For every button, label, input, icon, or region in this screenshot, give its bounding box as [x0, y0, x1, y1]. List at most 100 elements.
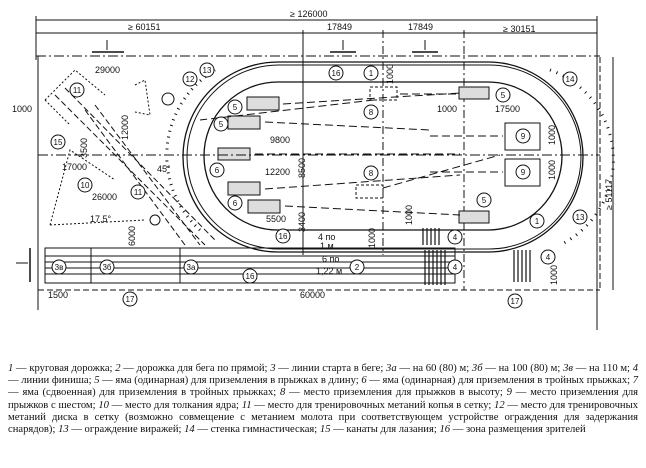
marker-17: 17: [126, 295, 135, 304]
lanes-straight-count: 6 по: [322, 254, 339, 264]
dim-1000-f: 1000: [367, 228, 377, 248]
dim-1000-d: 1000: [547, 160, 557, 180]
dim-17500: 17500: [495, 104, 520, 114]
dim-8500: 8500: [297, 158, 307, 178]
lanes-circular-width: 1 м: [320, 241, 334, 251]
legend-number: 4: [632, 363, 639, 374]
dim-angle-45: 45°: [157, 164, 171, 174]
marker-2: 2: [355, 263, 360, 272]
dim-5500: 5500: [266, 214, 286, 224]
legend-number: 14: [184, 424, 195, 436]
marker-6: 6: [215, 166, 220, 175]
dim-mid1: 17849: [327, 22, 352, 32]
dim-right-zone: ≥ 30151: [503, 24, 535, 34]
dim-17000: 17000: [62, 162, 87, 172]
legend-text: место для тренировочных метаний копья в …: [267, 399, 492, 411]
marker-9: 9: [521, 168, 526, 177]
legend-number: 2: [115, 363, 121, 374]
dim-1000-b: 1000: [437, 104, 457, 114]
marker-11: 11: [134, 188, 143, 197]
marker-16: 16: [246, 272, 255, 281]
dim-total-length: ≥ 126000: [290, 9, 327, 19]
marker-5: 5: [482, 196, 487, 205]
legend-number: 13: [58, 424, 69, 436]
marker-3b: 3б: [102, 263, 111, 272]
marker-1: 1: [369, 69, 374, 78]
dim-9800: 9800: [270, 135, 290, 145]
legend-text: стенка гимнастическая;: [210, 424, 318, 436]
legend-text: ограждение виражей;: [84, 424, 182, 436]
legend-caption: 1 — круговая дорожка; 2 — дорожка для бе…: [8, 363, 639, 436]
lanes-circular-count: 4 по: [318, 232, 335, 242]
legend-number: 8: [280, 387, 286, 399]
marker-5: 5: [501, 91, 506, 100]
marker-11: 11: [73, 86, 82, 95]
dim-1000-g: 1000: [549, 265, 559, 285]
legend-text: место приземления для прыжков в высоту;: [303, 387, 503, 399]
marker-5: 5: [219, 120, 224, 129]
marker-4: 4: [453, 263, 458, 272]
dim-angle-17-5: 17,5°: [90, 214, 112, 224]
marker-16: 16: [332, 69, 341, 78]
dim-1000-c: 1000: [547, 125, 557, 145]
dim-1000-e: 1000: [404, 205, 414, 225]
dim-1000-a: 1000: [385, 64, 395, 84]
dim-26000: 26000: [92, 192, 117, 202]
legend-number: 6: [361, 375, 367, 387]
legend-text: место для толкания ядра;: [125, 399, 239, 411]
marker-9: 9: [521, 132, 526, 141]
legend-number: 3: [270, 363, 276, 374]
marker-1: 1: [535, 217, 540, 226]
legend-number: 3а: [386, 363, 397, 374]
marker-6: 6: [233, 199, 238, 208]
legend-number: 9: [506, 387, 512, 399]
dim-mid2: 17849: [408, 22, 433, 32]
dim-1000-left: 1000: [12, 104, 32, 114]
marker-5: 5: [233, 103, 238, 112]
legend-text: канаты для лазания;: [346, 424, 437, 436]
dim-12200: 12200: [265, 167, 290, 177]
legend-text: место для тренировочных метаний диска в …: [8, 399, 638, 436]
marker-3v: 3в: [55, 263, 64, 272]
legend-number: 16: [439, 424, 451, 436]
marker-4: 4: [546, 253, 551, 262]
legend-number: 3б: [471, 363, 483, 374]
dim-width: ≥ 51117: [604, 179, 614, 210]
legend-text: дорожка для бега по прямой;: [136, 363, 268, 374]
marker-16: 16: [279, 232, 288, 241]
dim-3500: 3500: [79, 138, 89, 158]
legend-number: 5: [94, 375, 100, 387]
legend-number: 10: [98, 399, 109, 411]
dim-12000: 12000: [120, 115, 130, 140]
marker-10: 10: [81, 181, 90, 190]
legend-number: 11: [241, 399, 252, 411]
marker-14: 14: [566, 75, 575, 84]
legend-text: яма (сдвоенная) для приземления в тройны…: [22, 387, 277, 399]
legend-number: 12: [494, 399, 505, 411]
legend-text: на 100 (80) м;: [498, 363, 561, 374]
marker-17: 17: [511, 297, 520, 306]
legend-text: зона размещения зрителей: [465, 424, 586, 436]
legend-number: 15: [319, 424, 331, 436]
dim-29000: 29000: [95, 65, 120, 75]
marker-3a: 3а: [187, 263, 196, 272]
marker-4: 4: [453, 233, 458, 242]
legend-text: круговая дорожка;: [29, 363, 113, 374]
legend-number: 3в: [563, 363, 573, 374]
marker-15: 15: [54, 138, 63, 147]
legend-text: яма (одинарная) для приземления в тройны…: [382, 375, 631, 387]
legend-text: линии старта в беге;: [291, 363, 384, 374]
dim-1500: 1500: [48, 290, 68, 300]
legend-text: яма (одинарная) для приземления в прыжка…: [115, 375, 359, 387]
legend-text: линии финиша;: [21, 375, 92, 387]
dim-60000: 60000: [300, 290, 325, 300]
marker-8: 8: [369, 108, 374, 117]
lanes-straight-width: 1,22 м: [316, 266, 342, 276]
dim-6000: 6000: [127, 226, 137, 246]
legend-number: 1: [8, 363, 14, 374]
legend-number: 7: [632, 375, 639, 387]
marker-13: 13: [203, 66, 212, 75]
dim-3400: 3400: [297, 212, 307, 232]
legend-text: на 60 (80) м;: [412, 363, 470, 374]
legend-text: на 110 м;: [589, 363, 631, 374]
